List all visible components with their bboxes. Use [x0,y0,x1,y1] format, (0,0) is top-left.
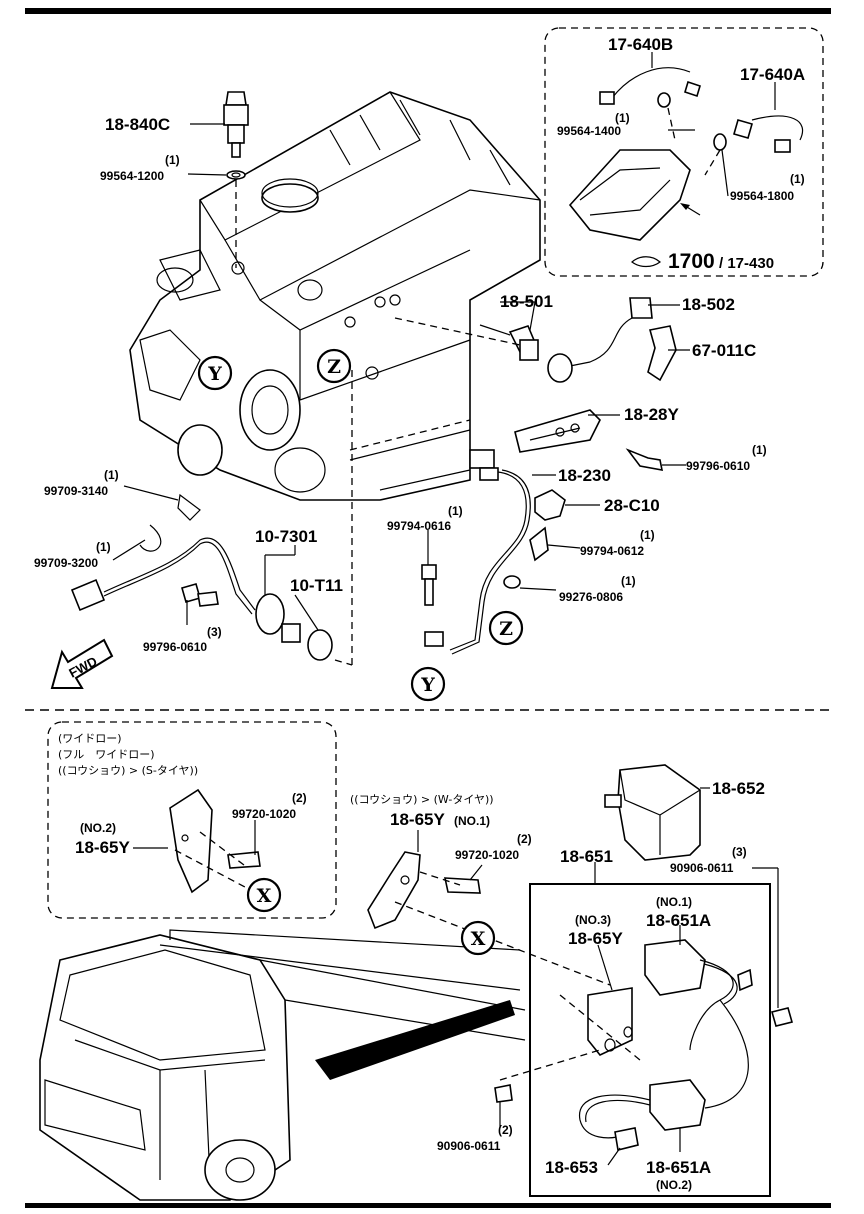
label-99564-1400: 99564-1400 [557,124,621,138]
inset-box-o2 [544,27,824,277]
marker-y-top: Y [197,355,233,391]
knock-sensor-parts [394,297,677,383]
book-icon [631,256,661,268]
svg-text:(2): (2) [517,832,532,846]
svg-text:Z: Z [499,618,513,640]
label-18-65y-a: 18-65Y [75,838,130,857]
svg-text:(NO.1): (NO.1) [454,814,490,828]
label-18-652: 18-652 [712,779,765,798]
label-18-230: 18-230 [558,466,611,485]
coolant-temp-sensor [223,91,249,268]
label-10-7301: 10-7301 [255,527,317,546]
label-99796-0610-a: 99796-0610 [686,459,750,473]
label-90906-0611-a: 90906-0611 [670,861,734,875]
label-18-651a-a: 18-651A [646,911,711,930]
bracket-harness [349,409,664,655]
speed-sensor-bracket-mid [367,851,611,986]
svg-text:(1): (1) [640,528,655,542]
label-99794-0612: 99794-0612 [580,544,644,558]
svg-text:(3): (3) [732,845,747,859]
bottom-border [25,1203,831,1208]
svg-text:(1): (1) [104,468,119,482]
speed-sensor-bracket-left [169,788,261,896]
svg-text:Y: Y [207,363,222,385]
label-18-651a-b: 18-651A [646,1158,711,1177]
svg-text:X: X [471,928,486,950]
truck-drawing [39,929,526,1201]
label-67-011c: 67-011C [692,341,756,360]
label-99564-1800: 99564-1800 [730,189,794,203]
label-18-65y-b: 18-65Y [390,810,445,829]
svg-text:(NO.3): (NO.3) [575,913,611,927]
crank-sensor [70,370,353,666]
label-99709-3140: 99709-3140 [44,484,108,498]
abs-box [529,883,771,1197]
svg-text:(NO.1): (NO.1) [656,895,692,909]
label-1700: 1700 [668,250,715,273]
note-line-3: ((コウショウ) > (S-タイヤ)) [58,764,198,777]
svg-text:(2): (2) [292,791,307,805]
fwd-label: FWD [66,654,99,681]
label-18-651: 18-651 [560,847,613,866]
abs-parts [494,764,793,1151]
label-99709-3200: 99709-3200 [34,556,98,570]
fwd-arrow: FWD [50,638,114,689]
inset-box-widelow [47,721,337,919]
label-18-840c: 18-840C [105,115,170,134]
svg-text:(1): (1) [165,153,180,167]
marker-x-left: X [246,877,282,913]
label-17-640b: 17-640B [608,35,673,54]
label-99794-0616: 99794-0616 [387,519,451,533]
svg-text:(1): (1) [621,574,636,588]
marker-x-mid: X [460,920,496,956]
label-99276-0806: 99276-0806 [559,590,623,604]
svg-text:X: X [257,885,272,907]
marker-z-mid: Z [488,610,524,646]
svg-text:(1): (1) [96,540,111,554]
label-17-640a: 17-640A [740,65,805,84]
label-18-65y-c: 18-65Y [568,929,623,948]
note-line-4: ((コウショウ) > (W-タイヤ)) [350,793,494,806]
label-99564-1200: 99564-1200 [100,169,164,183]
svg-text:(NO.2): (NO.2) [656,1178,692,1192]
svg-text:(2): (2) [498,1123,513,1137]
label-17-430: / 17-430 [719,255,774,272]
label-18-501: 18-501 [500,292,553,311]
marker-z-top: Z [316,348,352,384]
note-line-2: (フル ワイドロー) [58,748,155,761]
leader-lines [112,52,779,1166]
note-line-1: (ワイドロー) [58,732,122,745]
label-10-t11: 10-T11 [290,576,343,595]
marker-y-mid: Y [410,666,446,702]
part-labels: 17-640B 17-640A 18-840C (1) 99564-1200 (… [34,35,805,1192]
label-90906-0611-b: 90906-0611 [437,1139,501,1153]
svg-text:(3): (3) [207,625,222,639]
label-18-653: 18-653 [545,1158,598,1177]
svg-text:Y: Y [420,674,435,696]
svg-text:(NO.2): (NO.2) [80,821,116,835]
engine-drawing [129,91,541,501]
label-99720-1020-a: 99720-1020 [232,807,296,821]
svg-text:(1): (1) [615,111,630,125]
label-99796-0610-b: 99796-0610 [143,640,207,654]
o2-sensor-parts [568,67,804,268]
label-18-28y: 18-28Y [624,405,679,424]
svg-text:(1): (1) [790,172,805,186]
svg-text:(1): (1) [752,443,767,457]
svg-text:Z: Z [327,356,341,378]
svg-text:(1): (1) [448,504,463,518]
label-28-c10: 28-C10 [604,496,660,515]
label-18-502: 18-502 [682,295,735,314]
top-border [25,8,831,14]
label-99720-1020-b: 99720-1020 [455,848,519,862]
